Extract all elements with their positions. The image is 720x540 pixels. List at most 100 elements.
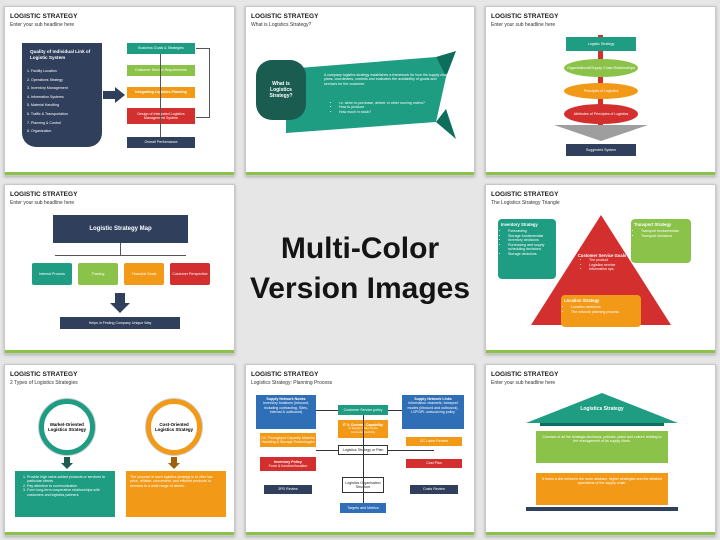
list-item: 7. Planning & Control — [27, 120, 61, 125]
list-item: 4. Information Systems — [27, 94, 64, 99]
arrow-down-icon — [61, 457, 73, 469]
box-title: Inventory Strategy — [501, 222, 538, 227]
flow-connector — [388, 450, 434, 451]
goal-title: Customer Service Goals — [577, 253, 627, 258]
slide-thumbnail-7[interactable]: LOGISTIC STRATEGY Logistics Strategy: Pl… — [245, 364, 475, 536]
footer-bar — [486, 172, 715, 175]
circle-label: Market-Oriented Logistics Strategy — [47, 421, 87, 433]
box-title: Transport Strategy — [634, 222, 672, 227]
customer-service-goals: Customer Service Goals The product Logis… — [574, 253, 630, 272]
dc-throughput-box: DC Throughput Capacity Material Handling… — [260, 433, 316, 447]
house-roof — [526, 393, 678, 426]
customer-service-policy: Customer Service policy — [338, 405, 388, 415]
market-oriented-circle: Market-Oriented Logistics Strategy — [39, 399, 95, 455]
roof-label: Logistics Strategy — [580, 406, 624, 412]
box-title: IT & Comms. Capability — [342, 423, 384, 427]
bullet-item: How to produce — [339, 105, 442, 109]
cost-oriented-circle: Cost-Oriented Logistics Strategy — [146, 399, 202, 455]
slide-thumbnail-3[interactable]: LOGISTIC STRATEGY Enter your sub headlin… — [485, 6, 716, 176]
3pd-review-box: 3PD Review — [264, 485, 312, 494]
bullet-item: Transport decisions — [641, 234, 688, 238]
slide-subtitle: 2 Types of Logistics Strategies — [10, 380, 78, 386]
bullet-item: Inventory decisions — [508, 238, 553, 242]
list-item: Form long-term cooperative relationships… — [27, 488, 111, 497]
slide-title: LOGISTIC STRATEGY — [251, 371, 319, 378]
slide-title: LOGISTIC STRATEGY — [10, 13, 78, 20]
box-list: Location decisions The network planning … — [564, 305, 638, 314]
pillar-box-1: Consists of all the strategic decisions,… — [536, 431, 668, 463]
flow-step-integrating-planning: Integrating Logistics Planning — [127, 87, 195, 98]
details-text: The purpose of such logistics strategy i… — [130, 475, 213, 488]
quality-links-panel: Quality of Individual Link of Logistic S… — [22, 43, 102, 147]
map-connector — [120, 243, 121, 255]
bullet-item: Transport fundamentals — [641, 229, 688, 233]
costs-review-box: Costs Review — [410, 485, 458, 494]
slide-title: LOGISTIC STRATEGY — [10, 191, 78, 198]
foundation-bar — [526, 507, 678, 511]
bullet-item: Location decisions — [571, 305, 638, 309]
bullet-item: Forecasting — [508, 229, 553, 233]
footer-bar — [486, 532, 715, 535]
bullet-item: Information sys. — [589, 267, 630, 271]
market-oriented-details: Provide high value-added products or ser… — [15, 471, 115, 517]
box-list: Forecasting Storage fundamentals Invento… — [501, 229, 553, 256]
bullet-item: The network planning process — [571, 310, 638, 314]
list-item: 8. Organization — [27, 129, 52, 134]
quality-list: 1. Facility Location 2. Operations Strat… — [27, 69, 97, 138]
links-box: Supply Network Links Information channel… — [402, 395, 464, 429]
flow-connector — [160, 54, 161, 137]
slide-subtitle: Enter your sub headline here — [10, 200, 75, 206]
bullet-item: Logistics service — [589, 263, 630, 267]
flow-connector — [388, 410, 402, 411]
footer-bar — [486, 350, 715, 353]
stack-item-relationships: Organizational/Supply Chain Relationship… — [564, 59, 638, 77]
ribbon-banner — [286, 51, 456, 139]
map-box-training: Training — [78, 263, 118, 285]
arrow-down-icon — [554, 125, 648, 141]
footer-bar — [5, 532, 234, 535]
slide-subtitle: The Logistics Strategy Triangle — [491, 200, 560, 206]
slide-thumbnail-4[interactable]: LOGISTIC STRATEGY Enter your sub headlin… — [4, 184, 235, 354]
box-list: Transport fundamentals Transport decisio… — [634, 229, 688, 238]
bullet-item: The product — [589, 258, 630, 262]
bullet-item: How much in stock? — [339, 110, 442, 114]
slide-subtitle: Enter your sub headline here — [491, 380, 556, 386]
list-item: 5. Material Handling — [27, 103, 59, 108]
flow-step-business-goals: Business Goals & Strategies — [127, 43, 195, 54]
inventory-strategy-box: Inventory Strategy Forecasting Storage f… — [498, 219, 556, 279]
pillar-text: Consists of all the strategic decisions,… — [542, 435, 662, 444]
slide-subtitle: What is Logistics Strategy? — [251, 22, 312, 28]
definition-text: A company logistics strategy establishes… — [324, 73, 449, 86]
footer-bar — [246, 532, 474, 535]
strategy-map-header: Logistic Strategy Map — [53, 215, 188, 243]
slide-thumbnail-1[interactable]: LOGISTIC STRATEGY Enter your sub headlin… — [4, 6, 235, 176]
box-text: Information channels, transport modes (i… — [407, 401, 459, 415]
cost-oriented-details: The purpose of such logistics strategy i… — [126, 471, 226, 517]
feedback-loop — [196, 48, 210, 118]
slide-thumbnail-5[interactable]: LOGISTIC STRATEGY The Logistics Strategy… — [485, 184, 716, 354]
slide-title: LOGISTIC STRATEGY — [10, 371, 78, 378]
map-box-internal-process: Internal Process — [32, 263, 72, 285]
box-title: Supply Network Nodes — [266, 397, 306, 401]
heading-line-2: Version Images — [249, 272, 471, 305]
slide-thumbnail-2[interactable]: LOGISTIC STRATEGY What is Logistics Stra… — [245, 6, 475, 176]
definition-bullets: i.e. when to purchase, deliver or other … — [332, 101, 442, 114]
slide-title: LOGISTIC STRATEGY — [491, 13, 559, 20]
inventory-policy-box: Inventory Policy Form & function/locatio… — [260, 457, 316, 471]
dc-labor-box: DC Labor Review — [406, 437, 462, 446]
slide-thumbnail-8[interactable]: LOGISTIC STRATEGY Enter your sub headlin… — [485, 364, 716, 536]
flow-connector — [316, 450, 338, 451]
box-title: Inventory Policy — [274, 459, 302, 464]
bullet-item: Storage decisions — [508, 252, 553, 256]
bullet-item: Purchasing and supply scheduling decisio… — [508, 243, 553, 252]
flow-connector — [363, 415, 364, 503]
heading-line-1: Multi-Color — [280, 232, 440, 265]
map-box-customer-perspective: Customer Perspective — [170, 263, 210, 285]
question-circle: What is Logistics Strategy? — [256, 60, 306, 120]
flow-step-design-system: Design of Integrated Logistics Managemen… — [127, 108, 195, 124]
list-item: 3. Inventory Management — [27, 86, 68, 91]
map-box-financial-goals: Financial Goals — [124, 263, 164, 285]
map-connector — [55, 255, 186, 256]
slide-thumbnail-6[interactable]: LOGISTIC STRATEGY 2 Types of Logistics S… — [4, 364, 235, 536]
box-text: Form & function/location — [268, 464, 308, 468]
